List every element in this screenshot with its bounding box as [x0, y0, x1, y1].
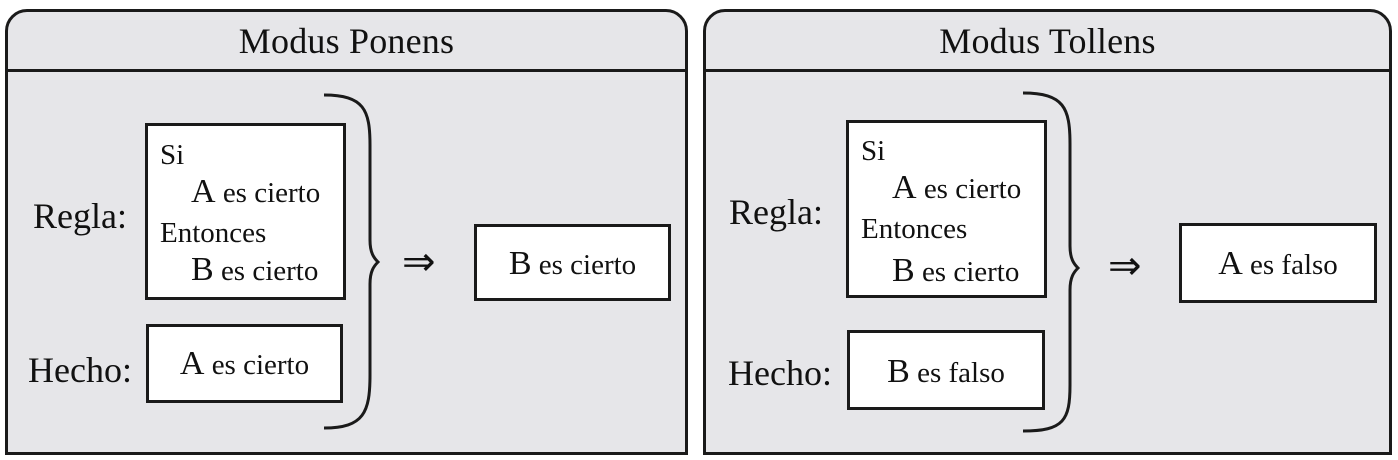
antecedent-text: es cierto	[923, 173, 1022, 205]
implies-arrow: ⇒	[402, 239, 436, 285]
consequent-variable: B	[892, 252, 915, 289]
fact-label: Hecho:	[28, 350, 132, 390]
fact-text: es cierto	[211, 349, 310, 381]
conclusion-statement: B es cierto	[477, 247, 668, 281]
conclusion-statement: A es falso	[1182, 247, 1374, 281]
conclusion-variable: B	[508, 245, 532, 282]
conclusion-box: B es cierto	[474, 224, 671, 301]
rule-then: Entonces	[861, 213, 968, 245]
modus-ponens-panel: Modus Ponens Regla: Hecho: Si A es ciert…	[5, 9, 688, 455]
right-brace	[1022, 91, 1081, 433]
fact-variable: B	[887, 353, 910, 390]
rule-antecedent: A es cierto	[191, 175, 320, 209]
fact-variable: A	[179, 345, 205, 382]
rule-consequent: B es cierto	[191, 253, 318, 287]
fact-text: es falso	[917, 357, 1005, 389]
fact-box: B es falso	[847, 330, 1045, 410]
conclusion-text: es falso	[1250, 249, 1338, 281]
conclusion-variable: A	[1218, 245, 1243, 282]
fact-box: A es cierto	[146, 324, 343, 403]
antecedent-variable: A	[892, 169, 917, 206]
panel-title: Modus Ponens	[8, 12, 685, 72]
rule-label: Regla:	[33, 196, 127, 236]
fact-statement: A es cierto	[149, 347, 340, 381]
consequent-text: es cierto	[921, 256, 1020, 288]
rule-if: Si	[160, 139, 185, 171]
panel-title: Modus Tollens	[706, 12, 1389, 72]
rule-box: Si A es cierto Entonces B es cierto	[145, 123, 346, 300]
right-brace	[323, 93, 381, 430]
rule-label: Regla:	[729, 192, 823, 232]
antecedent-variable: A	[191, 173, 216, 210]
modus-tollens-panel: Modus Tollens Regla: Hecho: Si A es cier…	[703, 9, 1392, 455]
rule-box: Si A es cierto Entonces B es cierto	[846, 120, 1047, 298]
fact-label: Hecho:	[728, 353, 832, 393]
conclusion-text: es cierto	[538, 249, 637, 281]
antecedent-text: es cierto	[222, 177, 321, 209]
implies-arrow: ⇒	[1108, 243, 1142, 289]
consequent-variable: B	[191, 251, 214, 288]
rule-consequent: B es cierto	[892, 254, 1019, 288]
rule-antecedent: A es cierto	[892, 171, 1021, 205]
conclusion-box: A es falso	[1179, 223, 1377, 303]
rule-if: Si	[861, 135, 886, 167]
rule-then: Entonces	[160, 217, 267, 249]
fact-statement: B es falso	[850, 355, 1042, 389]
consequent-text: es cierto	[220, 255, 319, 287]
